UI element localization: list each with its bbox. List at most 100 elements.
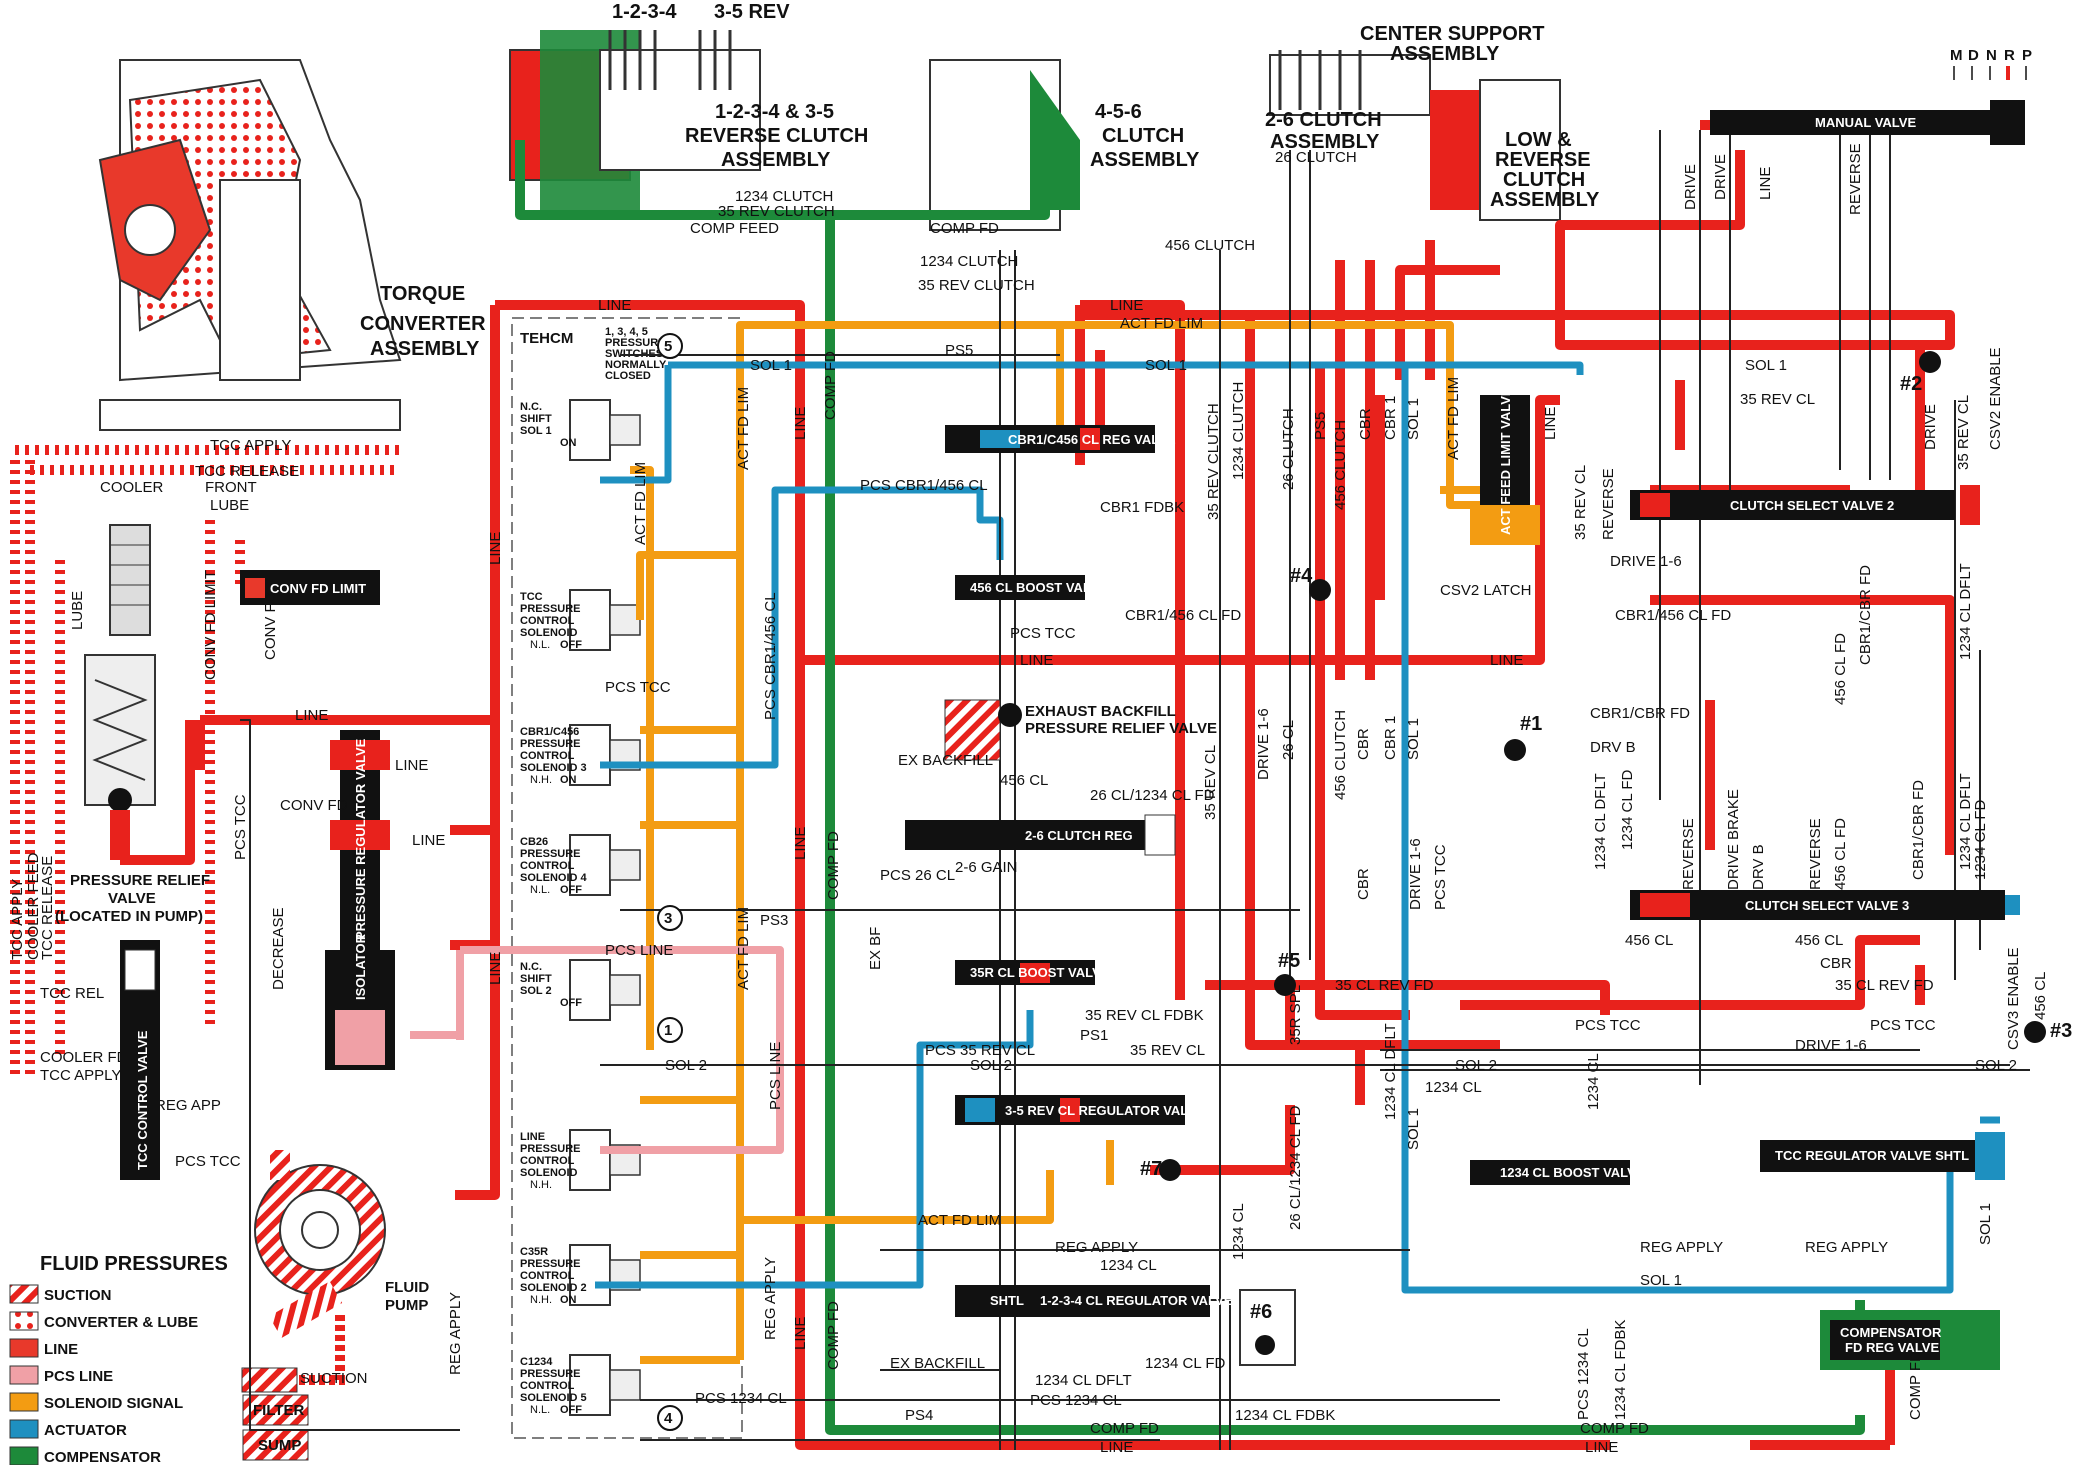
lbl-sol2-far: SOL 2 — [1975, 1057, 2017, 1074]
lbl-cbr1-456-fd: CBR1/456 CL FD — [1125, 607, 1241, 624]
legend-swatch — [9, 1311, 39, 1331]
checkball-3-label: #3 — [2050, 1020, 2072, 1042]
lbl-26-cl-1234: 26 CL/1234 CL FD — [1090, 787, 1215, 804]
lbl-drv-b: DRV B — [1590, 739, 1636, 756]
torque-converter-assembly: TORQUE CONVERTER ASSEMBLY — [98, 59, 486, 431]
gear-letter: R — [2004, 47, 2015, 64]
vertical-circuit-label: 1234 CL FD — [1972, 800, 1989, 880]
legend-swatch — [9, 1338, 39, 1358]
vertical-circuit-label: ACT FD LIM — [632, 462, 649, 545]
gear-letter: N — [1986, 47, 1997, 64]
pressure-relief-label-2: VALVE — [108, 890, 156, 907]
converter-lube-circuits: TCC APPLY TCC RELEASE TCC REL COOLER FD … — [10, 437, 400, 1170]
solenoid-state: OFF — [560, 997, 582, 1009]
legend-swatch — [9, 1392, 39, 1412]
vertical-circuit-label: ACT FD LIM — [1445, 377, 1462, 460]
lbl-comp-feed: COMP FEED — [690, 220, 779, 237]
lbl-line-mid: LINE — [1020, 652, 1053, 669]
vertical-circuit-label: SOL 1 — [1977, 1203, 1994, 1245]
solenoid-name: CONTROL — [520, 1270, 575, 1282]
2-6-clutch-reg-valve: 2-6 CLUTCH REG — [905, 814, 1176, 856]
solenoid-state: OFF — [560, 639, 582, 651]
vertical-circuit-label: REVERSE — [1600, 468, 1617, 540]
legend-label: ACTUATOR — [44, 1422, 127, 1439]
solenoid-name: SOLENOID — [520, 627, 578, 639]
solenoid-type: N.L. — [530, 884, 550, 896]
pressure-relief-valve: PRESSURE RELIEF VALVE (LOCATED IN PUMP) — [55, 654, 210, 925]
center-support-title-1: CENTER SUPPORT — [1360, 23, 1544, 45]
solenoid-state: ON — [560, 774, 577, 786]
clutch-26-title-1: 2-6 CLUTCH — [1265, 109, 1382, 131]
lbl-cbr1-456-fd-right: CBR1/456 CL FD — [1615, 607, 1731, 624]
fluid-pump-label-2: PUMP — [385, 1297, 428, 1314]
manual-valve: MANUAL VALVE — [1710, 100, 2025, 145]
1-2-3-4-reg-label: 1-2-3-4 CL REGULATOR VALVE — [1040, 1293, 1233, 1308]
top-1234-label: 1-2-3-4 — [612, 1, 677, 23]
solenoid-name: CBR1/C456 — [520, 726, 579, 738]
tcc-rel-label: TCC REL — [40, 985, 104, 1002]
lbl-csv2-latch: CSV2 LATCH — [1440, 582, 1531, 599]
clutch-select-2-label: CLUTCH SELECT VALVE 2 — [1730, 498, 1894, 513]
shtl-label: SHTL — [990, 1293, 1024, 1308]
solenoid-name: TCC — [520, 591, 543, 603]
top-35rev-label: 3-5 REV — [714, 1, 790, 23]
vertical-circuit-label: CSV2 ENABLE — [1987, 347, 2004, 450]
solenoid-name: C35R — [520, 1246, 548, 1258]
1-2-3-4-reg-valve: SHTL 1-2-3-4 CL REGULATOR VALVE — [955, 1285, 1233, 1317]
clutch-select-3-label: CLUTCH SELECT VALVE 3 — [1745, 898, 1909, 913]
switch-4-label: 4 — [664, 1410, 673, 1427]
low-reverse-title-3: CLUTCH — [1503, 169, 1585, 191]
vertical-circuit-label: 1234 CL FD — [1619, 770, 1636, 850]
front-lube-label-1: FRONT — [205, 479, 257, 496]
lbl-line-bottom: LINE — [1100, 1439, 1133, 1456]
legend-swatch — [9, 1419, 39, 1439]
vertical-circuit-label: PCS CBR1/456 CL — [762, 592, 779, 720]
lbl-pcs-tcc-tehcm: PCS TCC — [605, 679, 671, 696]
lbl-comp-fd-bottom-2: COMP FD — [1580, 1420, 1649, 1437]
lbl-reg-apply-mid: REG APPLY — [1055, 1239, 1138, 1256]
lbl-pcs-cbr1-456: PCS CBR1/456 CL — [860, 477, 988, 494]
vertical-circuit-label: 26 CL/1234 CL FD — [1287, 1105, 1304, 1230]
switch-1-label: 1 — [664, 1022, 672, 1039]
lbl-ps3: PS3 — [760, 912, 788, 929]
vertical-circuit-label: SOL 1 — [1405, 398, 1422, 440]
lbl-cbr1-fdbk: CBR1 FDBK — [1100, 499, 1184, 516]
tcc-release-top-label: TCC RELEASE — [195, 463, 299, 480]
vertical-circuit-label: LINE — [792, 407, 809, 440]
checkball-4-label: #4 — [1290, 565, 1313, 587]
vertical-circuit-label: TCC APPLY — [9, 879, 26, 960]
lbl-comp-fd-top: COMP FD — [930, 220, 999, 237]
lbl-drive-1-6-right: DRIVE 1-6 — [1610, 553, 1682, 570]
cbr1-c456-reg-label: CBR1/C456 CL REG VALVE — [1008, 432, 1176, 447]
center-support-assembly: CENTER SUPPORT ASSEMBLY 2-6 CLUTCH ASSEM… — [1265, 23, 1600, 221]
clutch-1234-title-1: 1-2-3-4 & 3-5 — [715, 101, 834, 123]
vertical-circuit-label: 35 REV CL — [1955, 395, 1972, 470]
vertical-circuit-label: 35 REV CL — [1572, 465, 1589, 540]
solenoid-name: SOLENOID 4 — [520, 872, 588, 884]
lbl-reg-apply-right: REG APPLY — [1640, 1239, 1723, 1256]
vertical-circuit-label: 1234 CLUTCH — [1230, 382, 1247, 480]
center-support-title-2: ASSEMBLY — [1390, 43, 1500, 65]
gear-letter: M — [1950, 47, 1963, 64]
vertical-circuit-label: SOL 1 — [1405, 718, 1422, 760]
vertical-circuit-label: COMP FD — [825, 1301, 842, 1370]
vertical-circuit-label: LINE — [487, 532, 504, 565]
vertical-circuit-label: LUBE — [69, 591, 86, 630]
lbl-sol1-mid: SOL 1 — [1145, 357, 1187, 374]
lbl-ps1: PS1 — [1080, 1027, 1108, 1044]
vertical-circuit-label: REVERSE — [1847, 143, 1864, 215]
clutch-456-title-1: 4-5-6 — [1095, 101, 1142, 123]
legend-label: LINE — [44, 1341, 78, 1358]
solenoid-name: N.C. — [520, 961, 542, 973]
lbl-conv-fd: CONV FD — [280, 797, 348, 814]
solenoid-name: PRESSURE — [520, 738, 581, 750]
vertical-circuit-label: DRIVE — [1712, 154, 1729, 200]
vertical-circuit-label: CSV3 ENABLE — [2005, 947, 2022, 1050]
exhaust-backfill-valve: EXHAUST BACKFILL PRESSURE RELIEF VALVE — [944, 699, 1217, 761]
vertical-circuit-label: CBR 1 — [1382, 716, 1399, 760]
vertical-circuit-label: 456 CLUTCH — [1332, 420, 1349, 510]
lbl-cbr1-cbr-fd: CBR1/CBR FD — [1590, 705, 1690, 722]
